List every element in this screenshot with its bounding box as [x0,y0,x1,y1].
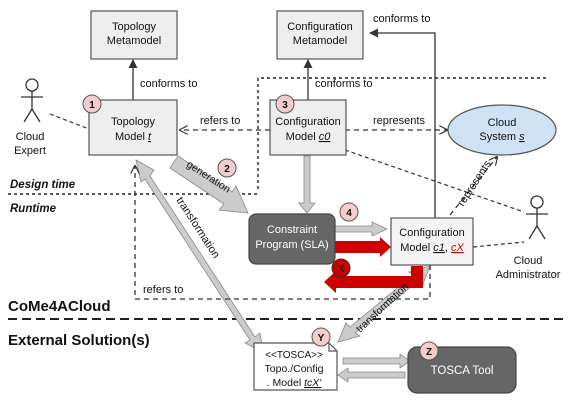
cloud-expert-actor [21,78,43,123]
tosca-tool-label: TOSCA Tool [431,365,494,377]
external-solutions-label: External Solution(s) [8,332,150,349]
svg-text:2: 2 [224,164,230,175]
topology-metamodel-box: Topology Metamodel [90,10,178,60]
represents-label-2: represents [455,158,494,209]
topology-model-box: Topology Model t [88,99,178,156]
cloud-administrator-actor [526,195,548,240]
topology-metamodel-line2: Metamodel [107,35,161,47]
cloud-administrator-label-line2: Administrator [496,269,561,281]
badge-1: 1 [82,94,102,114]
refers-to-arrow-c1 [135,166,431,300]
cloud-administrator-label-line1: Cloud [514,255,543,267]
svg-text:Y: Y [318,333,325,344]
red-return-arrow [324,266,423,293]
svg-text:X: X [338,264,345,275]
red-forward-arrow [335,237,391,257]
svg-text:System s: System s [479,131,525,143]
constraint-program-line1: Constraint [267,224,317,236]
design-time-label: Design time [10,179,76,191]
svg-text:Model c0: Model c0 [286,131,332,143]
conforms-to-label-3: conforms to [373,13,430,25]
refers-to-label-2: refers to [143,284,183,296]
configuration-model-c1-line1: Configuration [399,227,464,239]
tosca-to-tool-arrow [342,353,411,369]
transformation-arrow-left [135,159,264,353]
refers-to-label-1: refers to [200,115,240,127]
come4acloud-region [8,77,565,320]
topology-metamodel-line1: Topology [112,21,157,33]
c0-to-constraint-arrow [298,155,316,214]
configuration-metamodel-line1: Configuration [287,21,352,33]
badge-4: 4 [339,202,359,222]
cloud-expert-label-line1: Cloud [16,131,45,143]
svg-text:1: 1 [89,100,95,111]
constraint-to-c1-arrow [334,221,388,237]
conforms-to-label-1: conforms to [140,78,197,90]
svg-text:4: 4 [346,208,352,219]
topology-model-line1: Topology [111,116,156,128]
configuration-model-c1-box: Configuration Model c1, cX [390,217,474,266]
badge-3: 3 [275,94,295,114]
cloud-system-line1: Cloud [488,117,517,129]
configuration-metamodel-box: Configuration Metamodel [276,10,364,60]
configuration-metamodel-line2: Metamodel [293,35,347,47]
configuration-model-c0-box: Configuration Model c0 [269,99,347,156]
conforms-to-label-2: conforms to [315,78,372,90]
expert-link [49,113,90,130]
cloud-system-node: Cloud System s [447,104,557,156]
svg-text:Z: Z [426,347,432,358]
generation-arrow [169,155,249,214]
svg-text:Model c1, cX: Model c1, cX [400,242,464,254]
tosca-tool-box: TOSCA Tool [407,346,517,394]
come4acloud-label: CoMe4ACloud [8,298,111,315]
constraint-program-line2: Program (SLA) [255,239,328,251]
svg-text:3: 3 [282,100,288,111]
badge-z: Z [419,341,439,361]
tosca-model-line2: Topo./Config [265,363,324,375]
badge-2: 2 [217,158,237,178]
transformation-label-2: transformation [354,281,411,336]
constraint-program-box: Constraint Program (SLA) [248,213,336,265]
represents-arrow-c1 [449,157,497,216]
admin-link-c0 [344,149,525,213]
conforms-to-arrow-c1 [369,28,436,218]
runtime-label: Runtime [10,203,57,215]
tosca-model-box: <<TOSCA>> Topo./Config . Model tcX' [253,342,338,391]
admin-link-c1 [472,241,525,248]
svg-text:. Model tcX': . Model tcX' [267,377,323,389]
represents-label-1: represents [373,115,425,127]
badge-y: Y [311,327,331,347]
tosca-model-stereotype: <<TOSCA>> [265,350,323,361]
cloud-expert-label-line2: Expert [14,145,46,157]
tool-to-tosca-arrow [337,367,406,383]
configuration-model-c0-line1: Configuration [275,116,340,128]
badge-x: X [331,258,351,278]
svg-text:Model t: Model t [115,131,152,143]
